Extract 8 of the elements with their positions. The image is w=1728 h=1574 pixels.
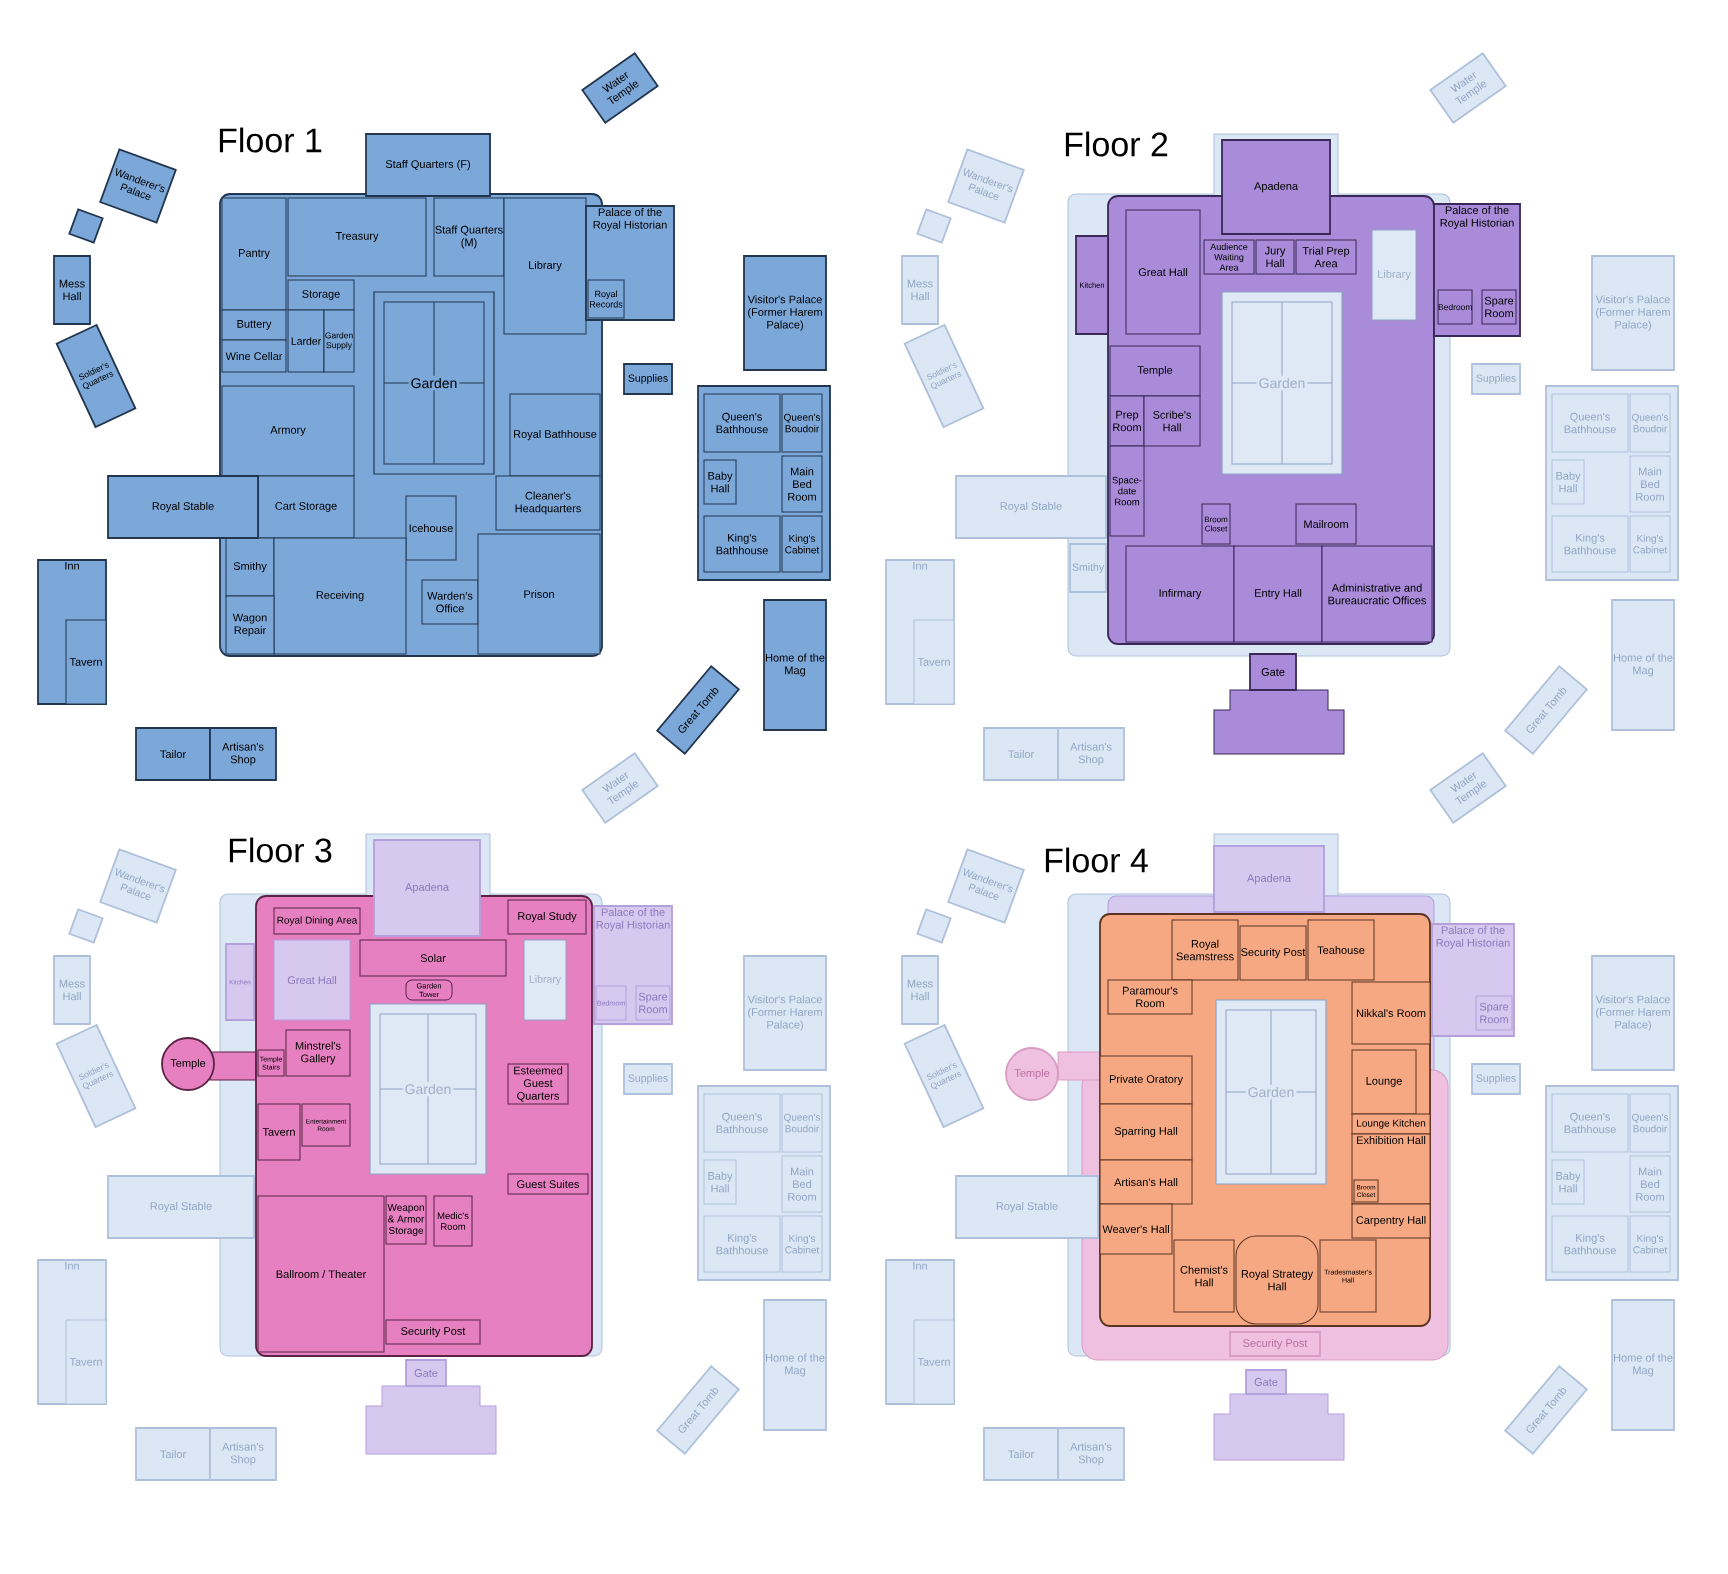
building-outline [68,208,104,244]
building-outline [68,908,104,944]
building-outline [916,208,952,244]
node-label: Floor 2 [1065,131,1168,157]
node-label: Floor 1 [219,127,322,153]
node-label: Floor 3 [229,837,332,863]
node-label: Floor 4 [1045,847,1148,873]
building-outline [916,908,952,944]
